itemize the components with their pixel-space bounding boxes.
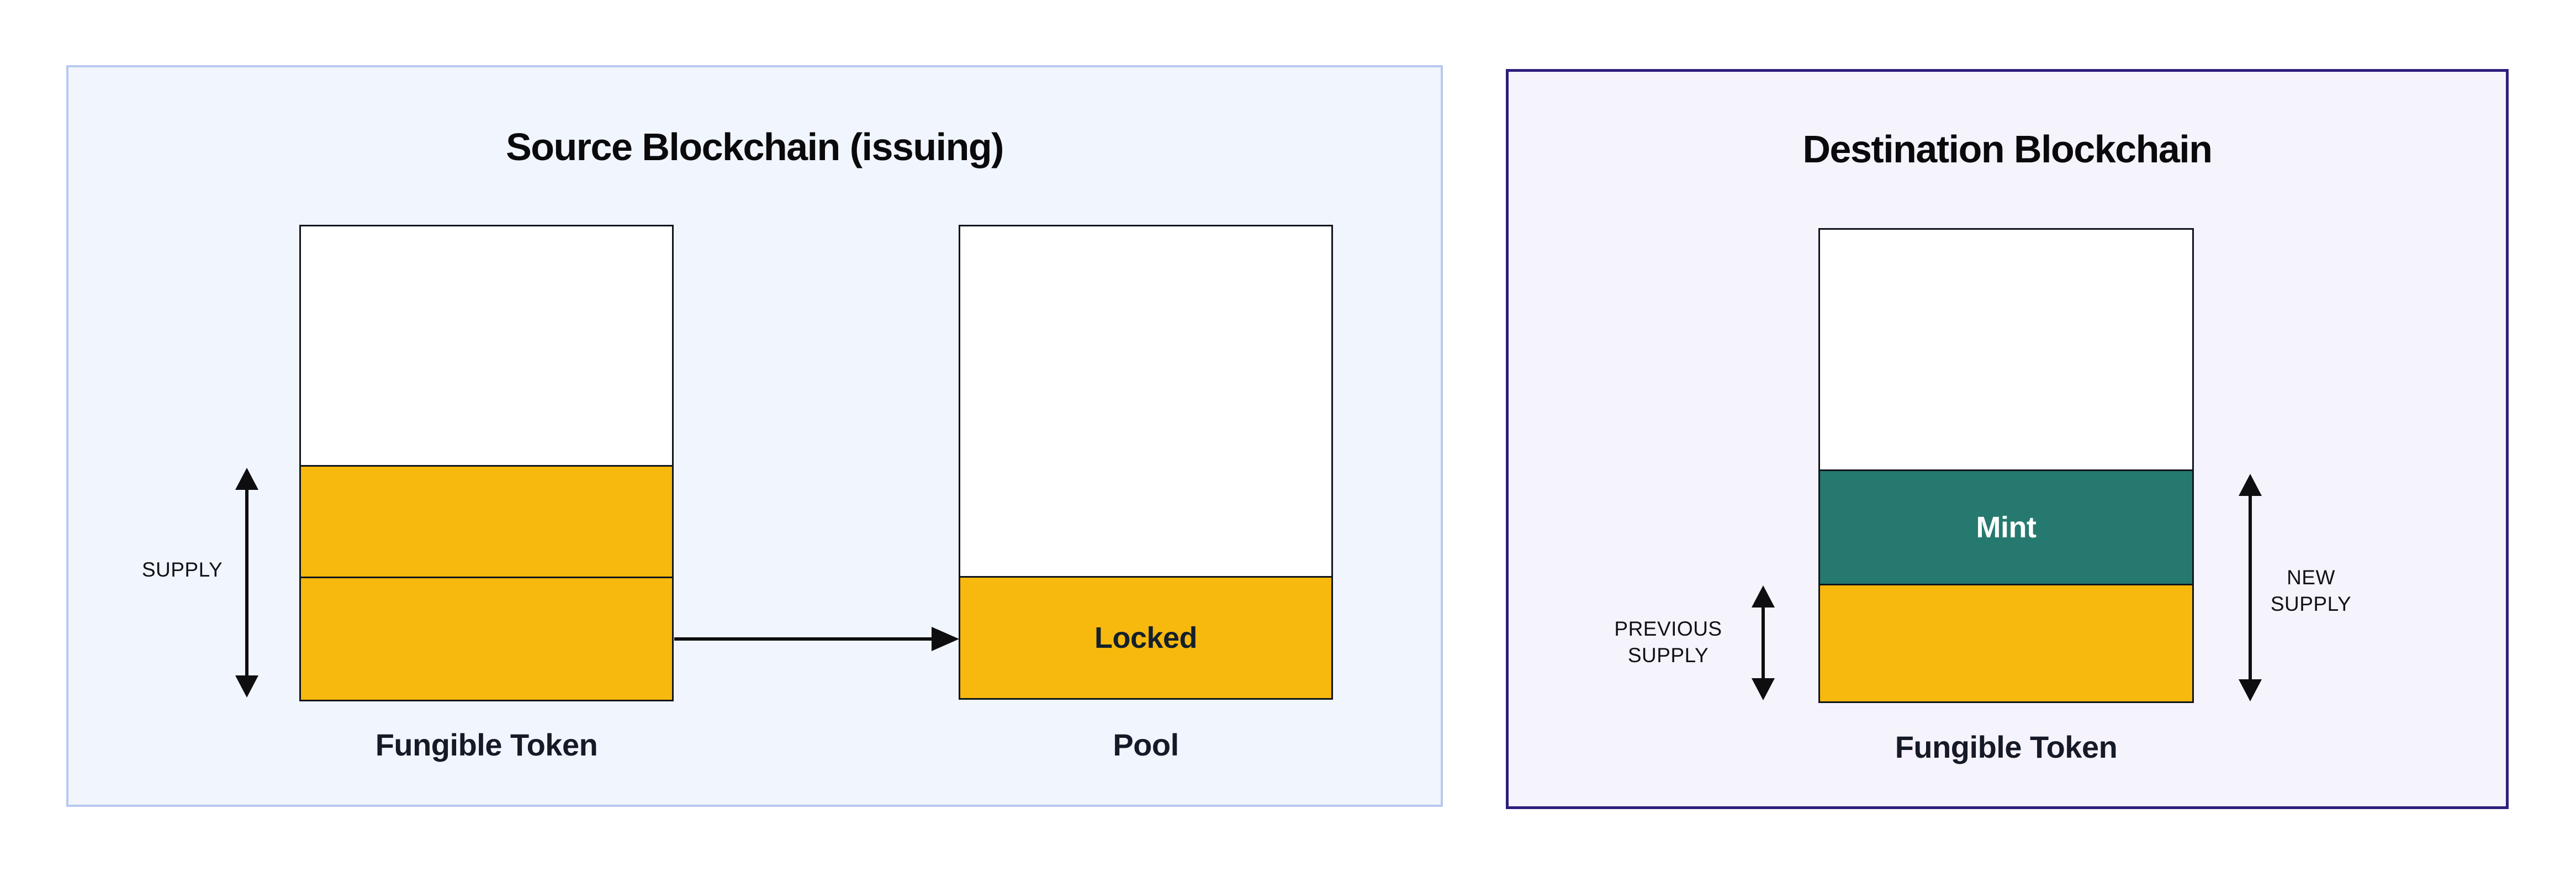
destination-token-mint-segment: Mint xyxy=(1820,469,2192,584)
destination-token-previous-supply-segment xyxy=(1820,584,2192,701)
pool-locked-segment: Locked xyxy=(960,576,1331,698)
supply-range-arrow-icon xyxy=(235,468,258,698)
pool-empty-segment xyxy=(960,226,1331,576)
destination-fungible-token-bar: Mint xyxy=(1818,228,2194,703)
previous-supply-label: PREVIOUS SUPPLY xyxy=(1614,617,1722,667)
new-supply-range-arrow-icon xyxy=(2239,474,2262,701)
lock-transfer-arrow-icon xyxy=(674,627,959,651)
mint-label: Mint xyxy=(1976,511,2037,544)
destination-panel-title: Destination Blockchain xyxy=(1802,128,2213,171)
supply-label: SUPPLY xyxy=(141,558,223,581)
pool-bar: Locked xyxy=(959,225,1333,700)
source-panel-title: Source Blockchain (issuing) xyxy=(506,125,1004,168)
source-token-empty-segment xyxy=(301,226,672,465)
destination-fungible-token-caption: Fungible Token xyxy=(1895,730,2118,764)
new-supply-label: NEW SUPPLY xyxy=(2270,566,2352,616)
pool-caption: Pool xyxy=(1113,727,1179,762)
source-fungible-token-caption: Fungible Token xyxy=(375,727,598,762)
destination-token-empty-segment xyxy=(1820,230,2192,469)
source-fungible-token-bar xyxy=(299,225,674,701)
locked-label: Locked xyxy=(1094,621,1198,654)
source-token-supply-lower-segment xyxy=(301,577,672,700)
previous-supply-range-arrow-icon xyxy=(1752,585,1775,700)
source-token-supply-upper-segment xyxy=(301,465,672,577)
